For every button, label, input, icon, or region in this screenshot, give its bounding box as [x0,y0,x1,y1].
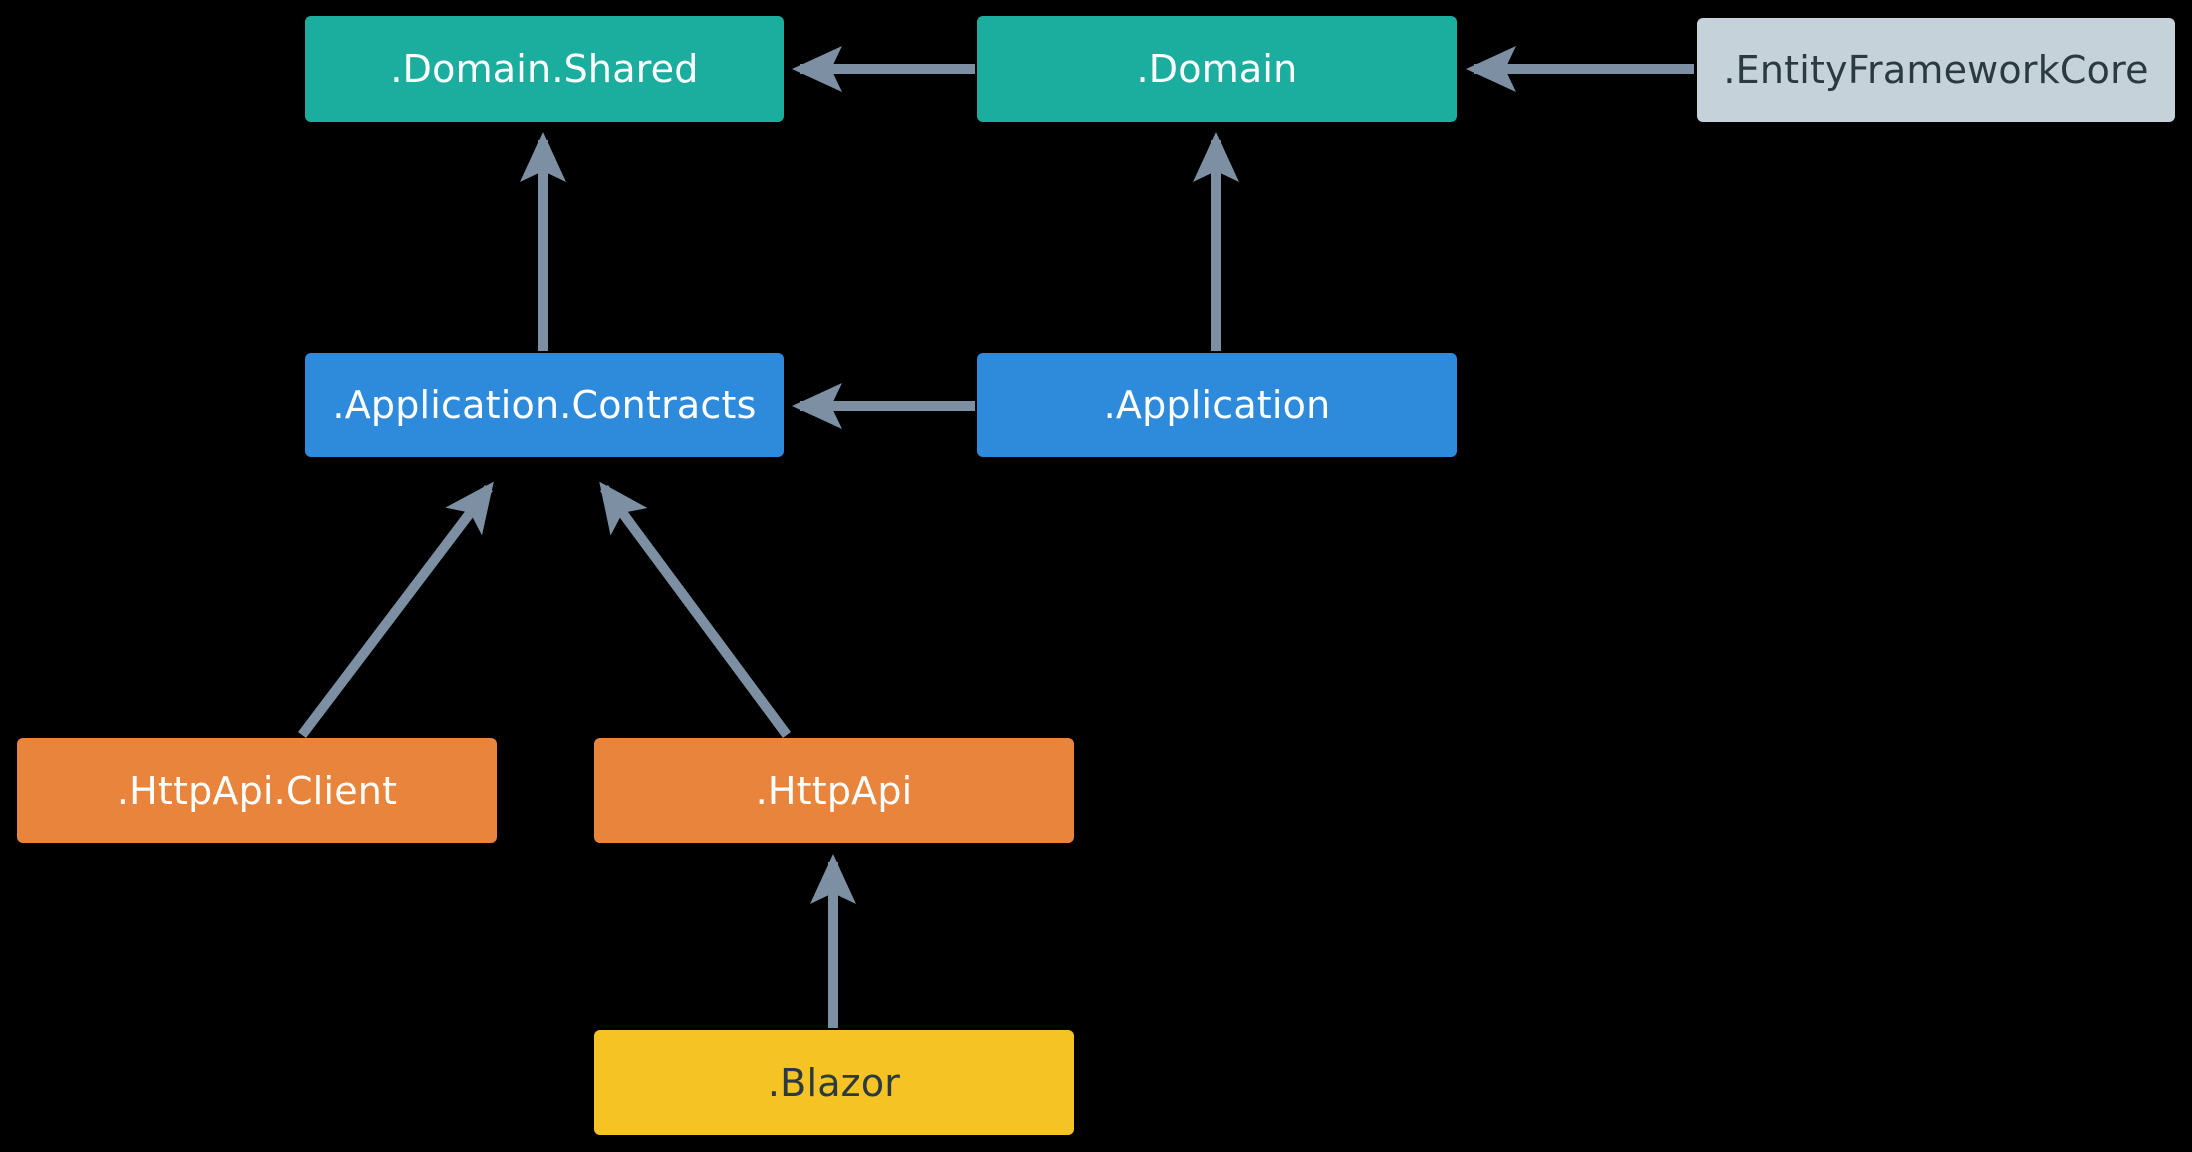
node-domain-shared[interactable]: .Domain.Shared [305,16,784,122]
edge-httpapi-client-to-app-contracts [298,481,494,739]
node-blazor[interactable]: .Blazor [594,1030,1074,1135]
node-httpapi[interactable]: .HttpApi [594,738,1074,843]
node-application[interactable]: .Application [977,353,1457,457]
node-application-contracts[interactable]: .Application.Contracts [305,353,784,457]
node-label-httpapi: .HttpApi [755,768,913,813]
node-httpapi-client[interactable]: .HttpApi.Client [17,738,497,843]
node-label-domain-shared: .Domain.Shared [390,47,699,91]
node-label-application: .Application [1103,383,1331,427]
node-label-entityframeworkcore: .EntityFrameworkCore [1723,48,2149,92]
edge-httpapi-to-app-contracts [599,481,792,738]
node-label-blazor: .Blazor [767,1060,901,1105]
node-label-application-contracts: .Application.Contracts [332,383,757,427]
node-domain[interactable]: .Domain [977,16,1457,122]
node-entityframeworkcore[interactable]: .EntityFrameworkCore [1697,18,2175,122]
node-label-domain: .Domain [1136,47,1298,91]
node-label-httpapi-client: .HttpApi.Client [116,768,398,813]
